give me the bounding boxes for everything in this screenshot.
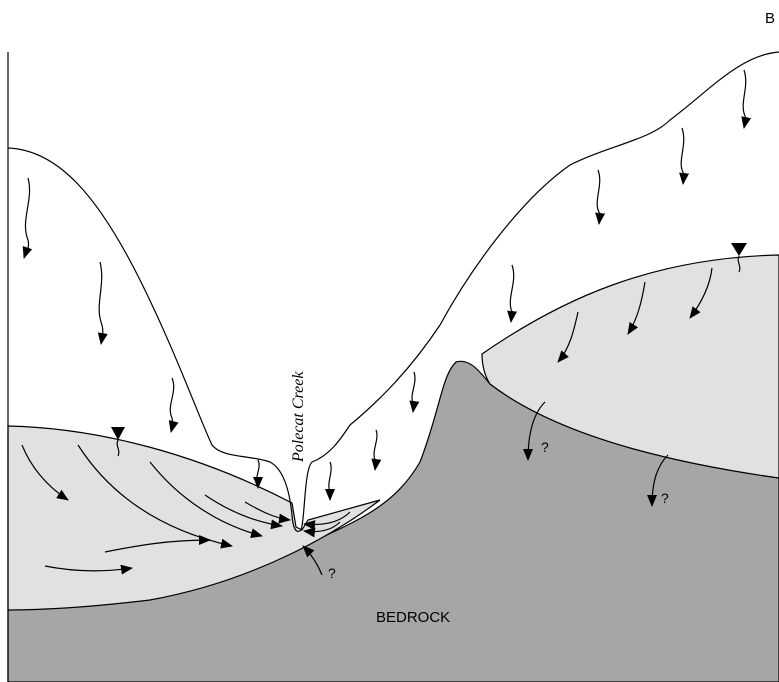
- land-surface-line: [7, 51, 779, 533]
- question-mark-label: ?: [661, 490, 669, 506]
- flow-arrow-icon: [244, 501, 291, 524]
- flow-arrow-icon: [44, 564, 133, 575]
- corner-label: B: [765, 10, 775, 27]
- flow-arrow-icon: [21, 444, 69, 501]
- infiltration-arrow-icon: [679, 127, 690, 185]
- infiltration-arrow-icon: [168, 377, 179, 433]
- water-table-triangle-icon: [731, 243, 747, 273]
- flow-arrow-icon: [149, 461, 263, 539]
- infiltration-arrow-icon: [595, 169, 606, 225]
- flow-arrows-creek-right: [303, 511, 351, 538]
- flow-arrow-icon: [557, 311, 579, 363]
- saturated-zone-right: [481, 254, 779, 479]
- question-mark-label: ?: [541, 439, 549, 455]
- creek-label: Polecat Creek: [290, 371, 307, 463]
- flow-arrow-icon: [523, 401, 546, 461]
- flow-arrow-icon: [204, 494, 283, 530]
- flow-arrows-right: [557, 267, 713, 363]
- flow-arrow-icon: [303, 511, 351, 531]
- infiltration-arrow-icon: [741, 69, 752, 129]
- saturated-zone-left: [7, 425, 381, 611]
- water-table-triangle-icon: [111, 427, 125, 457]
- flow-arrows-left: [21, 444, 291, 575]
- infiltration-arrow-icon: [507, 264, 518, 323]
- infiltration-arrow-icon: [253, 459, 263, 489]
- question-mark-label: ?: [328, 565, 336, 581]
- bedrock-label: BEDROCK: [376, 609, 450, 626]
- infiltration-arrow-icon: [22, 177, 33, 259]
- flow-arrows-bedrock: [523, 401, 669, 507]
- infiltration-arrow-icon: [409, 371, 420, 413]
- flow-arrow-icon: [104, 535, 211, 553]
- flow-arrow-icon: [647, 454, 669, 507]
- flow-arrow-icon: [627, 281, 646, 335]
- flow-arrow-icon: [303, 521, 341, 538]
- infiltration-arrow-icon: [325, 461, 335, 501]
- infiltration-arrows: [22, 69, 752, 501]
- infiltration-arrow-icon: [371, 429, 382, 471]
- infiltration-arrow-icon: [97, 261, 108, 345]
- flow-arrow-icon: [689, 267, 713, 319]
- flow-arrow-icon: [302, 545, 323, 576]
